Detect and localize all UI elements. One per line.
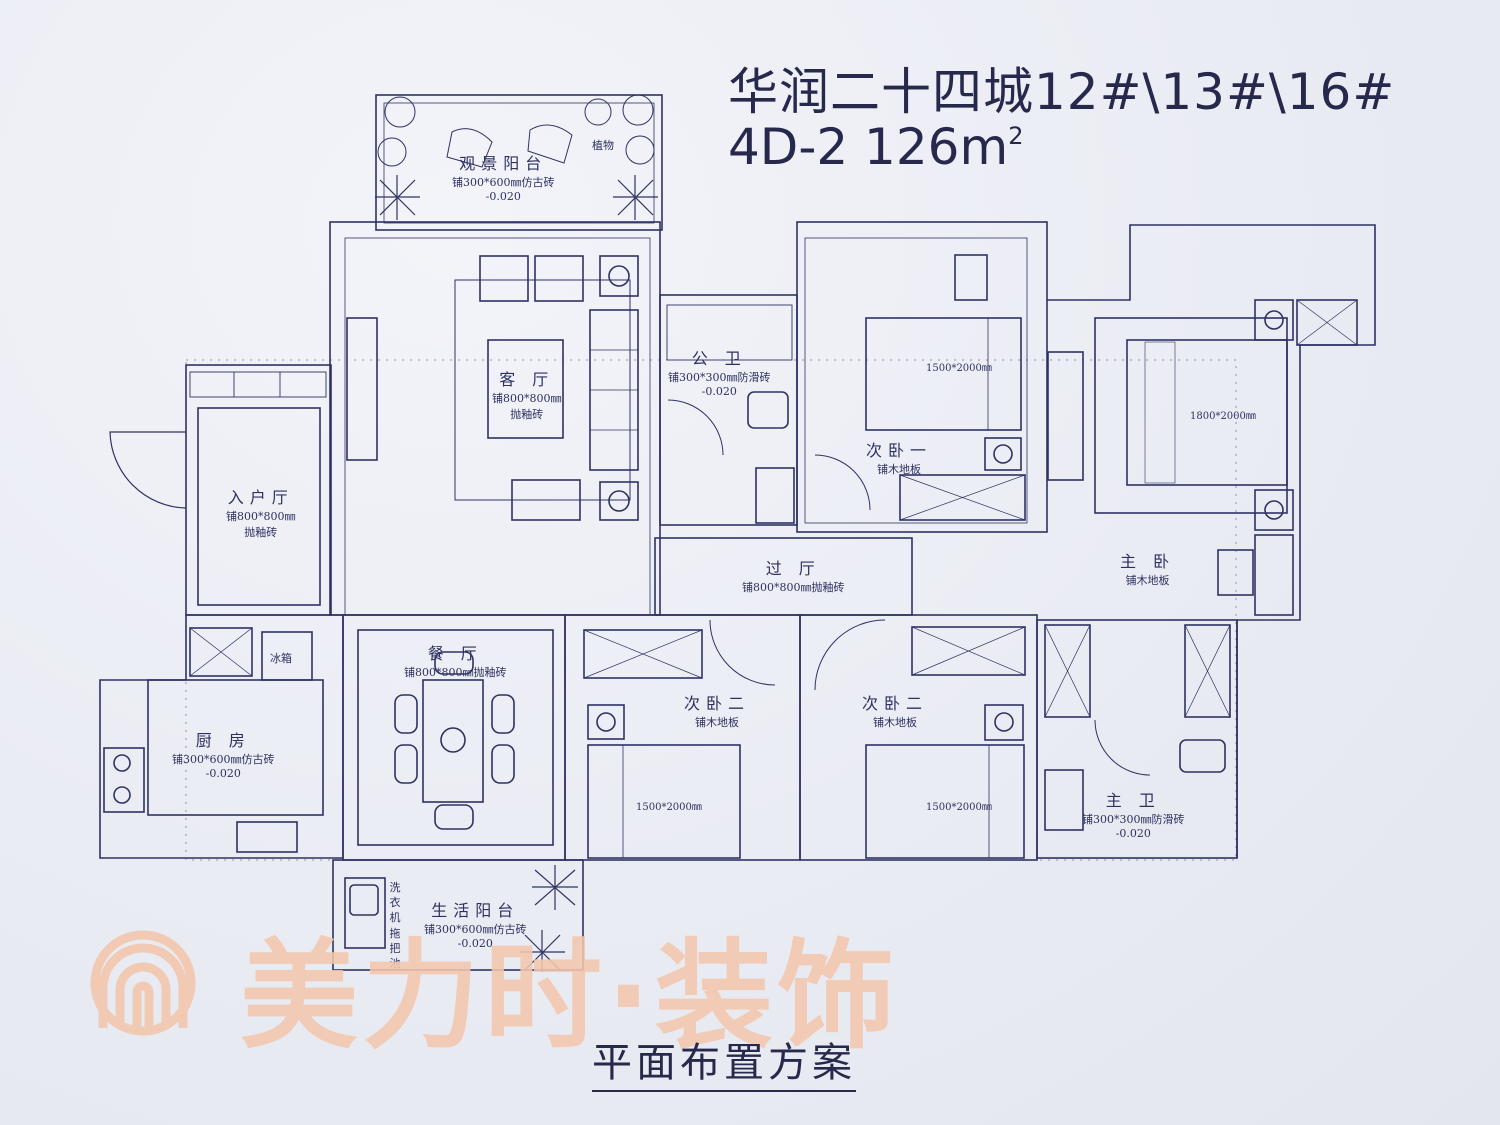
mop-sink-label: 拖把池 bbox=[389, 927, 401, 970]
plant-label: 植物 bbox=[592, 139, 614, 152]
room-dining: 餐 厅 铺800*800㎜抛釉砖 bbox=[404, 644, 507, 679]
kitchen-sink bbox=[236, 821, 298, 853]
plan-title: 华润二十四城12#\13#\16# bbox=[728, 63, 1396, 121]
room-master-bath: 主 卫 铺300*300㎜防滑砖 -0.020 bbox=[1082, 791, 1185, 840]
fridge bbox=[261, 631, 313, 681]
dining-table bbox=[422, 679, 484, 803]
room-living: 客 厅 铺800*800㎜ 抛釉砖 bbox=[492, 370, 562, 421]
brand-logo-icon bbox=[90, 930, 196, 1036]
room-life-balcony: 生活阳台 铺300*600㎜仿古砖 -0.020 bbox=[424, 901, 527, 950]
bed-size-master: 1800*2000㎜ bbox=[1190, 411, 1256, 422]
room-bedroom-1: 次卧一 铺木地板 bbox=[866, 441, 933, 476]
plan-caption: 平面布置方案 bbox=[592, 1030, 856, 1092]
bedroom-2a-walls bbox=[564, 614, 801, 861]
room-bedroom-2a: 次卧二 铺木地板 bbox=[684, 694, 751, 729]
coffee-table bbox=[487, 339, 564, 439]
bedroom-1-bed bbox=[865, 317, 1022, 431]
brand-watermark: 美力时·装饰 bbox=[240, 927, 899, 1065]
public-bath-walls bbox=[659, 294, 798, 526]
room-entry-hall: 入户厅 铺800*800㎜ 抛釉砖 bbox=[226, 488, 296, 539]
bed-size-bedroom-2a: 1500*2000㎜ bbox=[636, 802, 702, 813]
master-bedroom-walls bbox=[1047, 224, 1376, 858]
fridge-label: 冰箱 bbox=[270, 652, 292, 665]
entry-door-swing bbox=[109, 431, 187, 509]
room-bedroom-2b: 次卧二 铺木地板 bbox=[862, 694, 929, 729]
plan-subtitle: 4D-2 126m2 bbox=[728, 118, 1024, 176]
bedroom-2b-walls bbox=[799, 614, 1038, 861]
bed-size-bedroom-1: 1500*2000㎜ bbox=[926, 363, 992, 374]
room-public-bath: 公 卫 铺300*300㎜防滑砖 -0.020 bbox=[668, 349, 771, 398]
plant-balcony bbox=[520, 865, 578, 972]
room-master-bedroom: 主 卧 铺木地板 bbox=[1120, 552, 1176, 587]
bedroom-1-walls bbox=[796, 221, 1048, 533]
room-kitchen: 厨 房 铺300*600㎜仿古砖 -0.020 bbox=[172, 731, 275, 780]
viewing-balcony-outline bbox=[375, 94, 663, 231]
bedroom-1-wardrobe bbox=[899, 474, 1026, 521]
master-bath-walls bbox=[1036, 619, 1238, 859]
plant-right bbox=[613, 175, 658, 220]
washer-label: 洗衣机 bbox=[389, 881, 401, 924]
bed-size-bedroom-2b: 1500*2000㎜ bbox=[926, 802, 992, 813]
master-bed bbox=[1126, 339, 1288, 486]
stove bbox=[103, 747, 145, 813]
tv-cabinet bbox=[346, 317, 378, 461]
room-viewing-balcony: 观景阳台 铺300*600㎜仿古砖 -0.020 bbox=[452, 154, 555, 203]
armchair bbox=[511, 479, 581, 521]
plant-left bbox=[375, 175, 420, 220]
room-corridor: 过 厅 铺800*800㎜抛釉砖 bbox=[742, 559, 845, 594]
